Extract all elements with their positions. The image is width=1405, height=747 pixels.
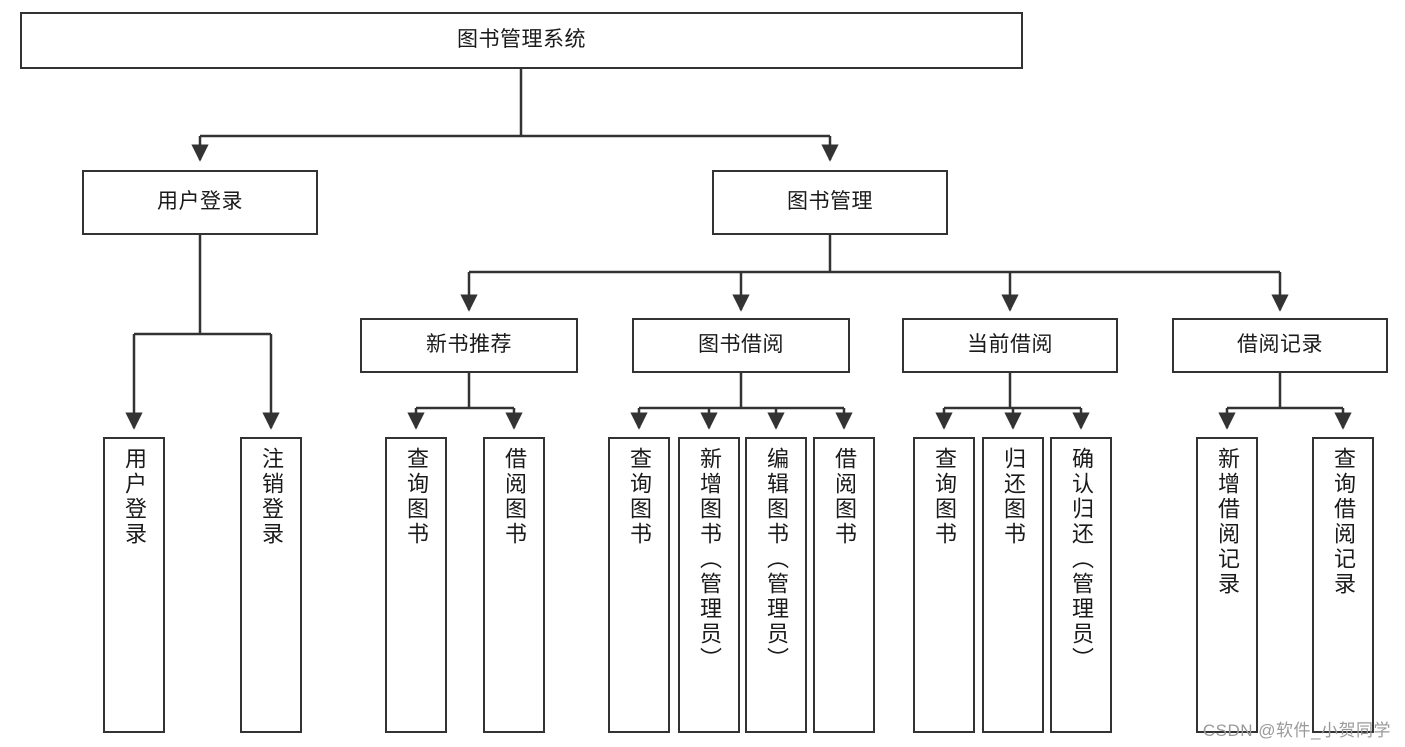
watermark: CSDN @软件_小贺同学: [1202, 721, 1391, 740]
node-leaf-add-borrow-record[interactable]: 新增借阅记录: [1196, 437, 1258, 733]
node-current-borrow-label: 当前借阅: [967, 333, 1053, 357]
node-leaf-return-book[interactable]: 归还图书: [982, 437, 1044, 733]
node-borrow-record-label: 借阅记录: [1237, 333, 1323, 357]
node-new-book-recommend-label: 新书推荐: [426, 333, 512, 357]
node-leaf-query-book-2[interactable]: 查询图书: [608, 437, 670, 733]
node-leaf-confirm-return-admin-label: 确认归还（管理员）: [1069, 447, 1094, 672]
node-leaf-query-book-1-label: 查询图书: [404, 447, 429, 547]
node-book-borrow-label: 图书借阅: [698, 333, 784, 357]
node-user-login[interactable]: 用户登录: [82, 170, 318, 235]
node-root-label: 图书管理系统: [457, 28, 586, 52]
node-book-manage-label: 图书管理: [787, 190, 873, 214]
node-borrow-record[interactable]: 借阅记录: [1172, 318, 1388, 373]
node-new-book-recommend[interactable]: 新书推荐: [360, 318, 578, 373]
node-leaf-user-login[interactable]: 用户登录: [103, 437, 165, 733]
node-leaf-logout-login-label: 注销登录: [259, 447, 284, 547]
node-user-login-label: 用户登录: [157, 190, 243, 214]
node-leaf-query-book-1[interactable]: 查询图书: [385, 437, 447, 733]
node-leaf-query-borrow-record[interactable]: 查询借阅记录: [1312, 437, 1374, 733]
node-leaf-query-book-2-label: 查询图书: [627, 447, 652, 547]
node-leaf-confirm-return-admin[interactable]: 确认归还（管理员）: [1050, 437, 1112, 733]
node-leaf-add-book-admin-label: 新增图书（管理员）: [697, 447, 722, 672]
node-leaf-borrow-book-1-label: 借阅图书: [502, 447, 527, 547]
node-leaf-edit-book-admin[interactable]: 编辑图书（管理员）: [745, 437, 807, 733]
node-leaf-query-book-3[interactable]: 查询图书: [913, 437, 975, 733]
node-book-borrow[interactable]: 图书借阅: [632, 318, 850, 373]
node-leaf-borrow-book-1[interactable]: 借阅图书: [483, 437, 545, 733]
node-book-manage[interactable]: 图书管理: [712, 170, 948, 235]
node-leaf-logout-login[interactable]: 注销登录: [240, 437, 302, 733]
node-root[interactable]: 图书管理系统: [20, 12, 1023, 69]
node-leaf-user-login-label: 用户登录: [122, 447, 147, 547]
node-leaf-edit-book-admin-label: 编辑图书（管理员）: [764, 447, 789, 672]
node-leaf-borrow-book-2[interactable]: 借阅图书: [813, 437, 875, 733]
node-leaf-query-borrow-record-label: 查询借阅记录: [1331, 447, 1356, 597]
node-leaf-add-book-admin[interactable]: 新增图书（管理员）: [678, 437, 740, 733]
node-leaf-query-book-3-label: 查询图书: [932, 447, 957, 547]
node-leaf-add-borrow-record-label: 新增借阅记录: [1215, 447, 1240, 597]
node-current-borrow[interactable]: 当前借阅: [902, 318, 1118, 373]
node-leaf-return-book-label: 归还图书: [1001, 447, 1026, 547]
node-leaf-borrow-book-2-label: 借阅图书: [832, 447, 857, 547]
